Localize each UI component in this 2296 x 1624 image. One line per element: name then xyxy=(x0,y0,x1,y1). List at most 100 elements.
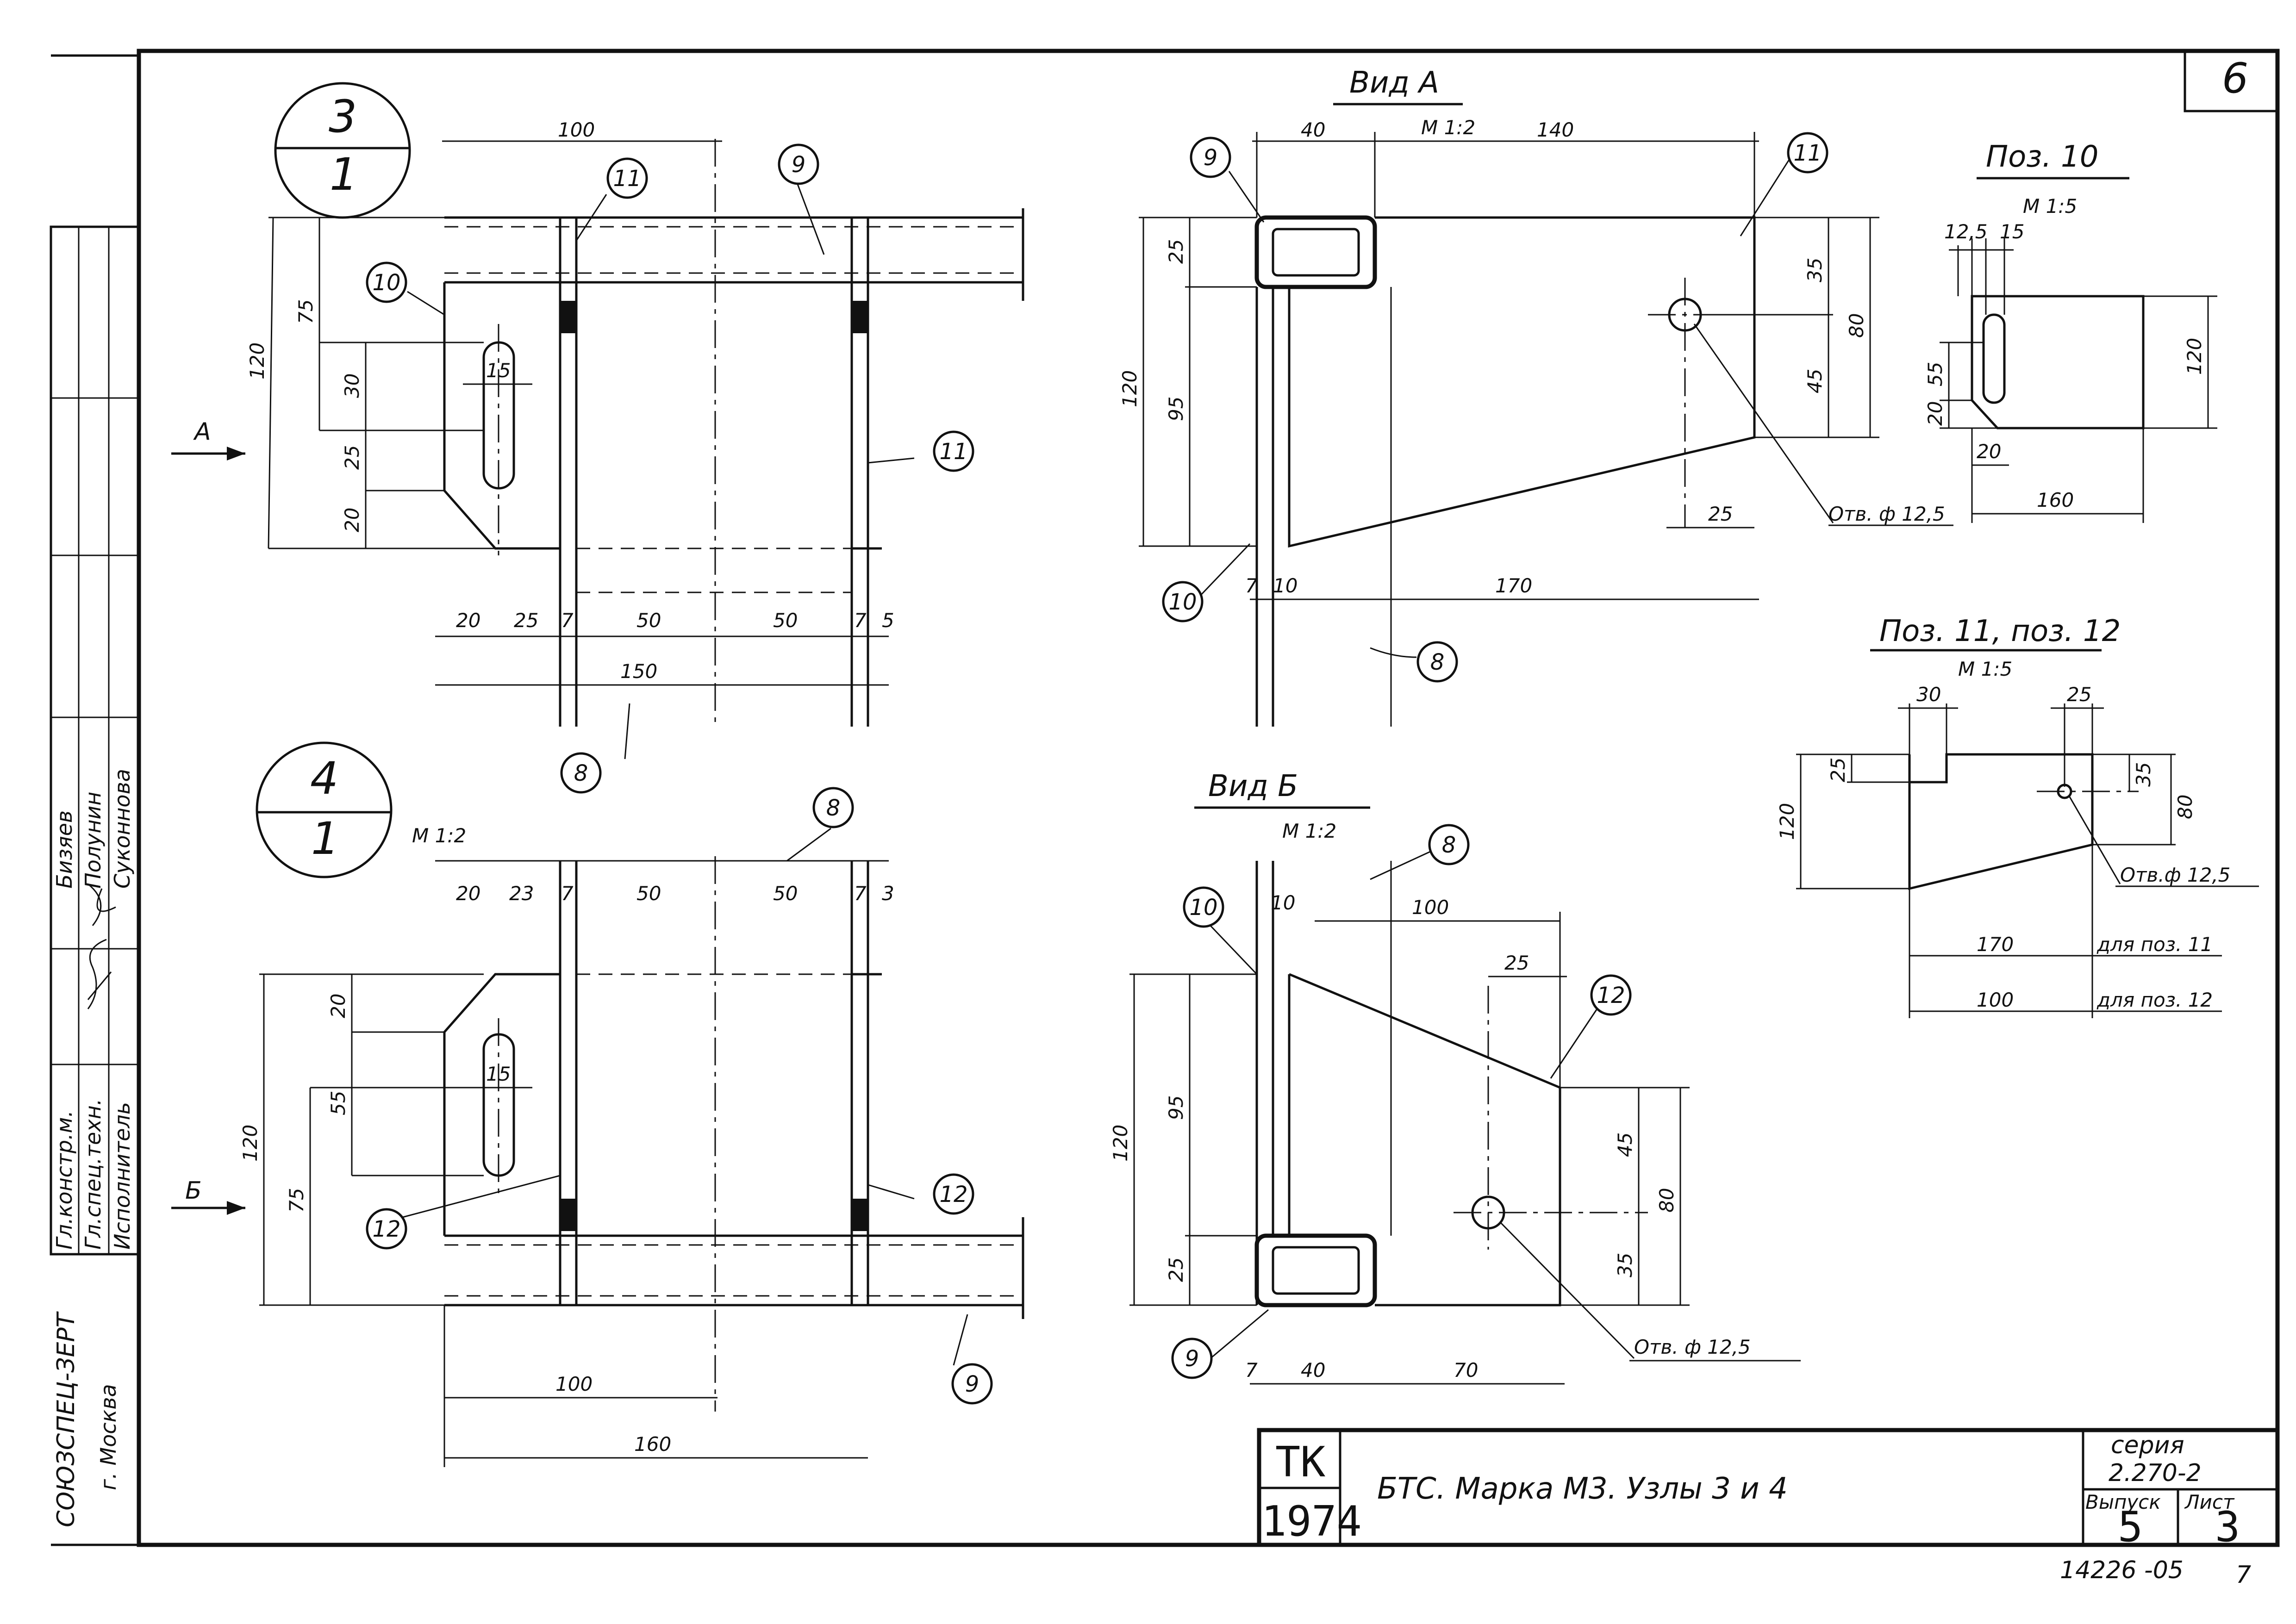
node-4-dim-t1: 20 xyxy=(456,882,480,905)
node-4-callout-8: 8 xyxy=(826,795,841,821)
node-4-dim-75: 75 xyxy=(285,1188,308,1213)
node-4-dim-t6: 7 xyxy=(854,882,867,905)
pos-10-dim-160: 160 xyxy=(2037,489,2074,511)
title-block-code: ТК xyxy=(1275,1438,1325,1487)
stamp-city: г. Москва xyxy=(96,1384,121,1490)
node-3-dim-b4: 50 xyxy=(636,609,661,632)
issue-label: Выпуск xyxy=(2085,1491,2161,1513)
node-3-drawing: 3 1 100 120 7 xyxy=(171,82,1024,794)
node-4-callouts: 8 12 12 9 xyxy=(366,787,993,1405)
node-4-dim-20: 20 xyxy=(327,994,349,1018)
sheet-value: 3 xyxy=(2215,1503,2240,1551)
pos-11-12-hole-note: Отв.ф 12,5 xyxy=(2120,864,2230,886)
series-label: серия xyxy=(2111,1431,2184,1459)
view-b-callout-9: 9 xyxy=(1185,1346,1199,1372)
node-4-sheet: 1 xyxy=(311,813,339,865)
node-4-dim-t4: 50 xyxy=(636,882,661,905)
signature-mark xyxy=(87,883,116,1009)
node-4-dim-160: 160 xyxy=(634,1433,671,1456)
view-b-dim-35: 35 xyxy=(1614,1253,1636,1277)
pos-11-12-row1-value: 170 xyxy=(1977,933,2014,956)
node-4-dim-120: 120 xyxy=(239,1125,262,1162)
stamp-name-3: Суконнова xyxy=(110,769,135,889)
pos-10-dim-15: 15 xyxy=(2000,220,2024,243)
pos-11-12-dim-30: 30 xyxy=(1916,683,1941,706)
view-b-dim-10: 10 xyxy=(1271,891,1295,914)
view-a-dim-35: 35 xyxy=(1803,258,1826,282)
view-b-dim-25: 25 xyxy=(1504,952,1529,974)
node-4-number: 4 xyxy=(310,753,338,804)
view-b-dim-120: 120 xyxy=(1109,1125,1132,1162)
view-a-callout-9: 9 xyxy=(1204,145,1218,171)
title-block-title: БТС. Марка М3. Узлы 3 и 4 xyxy=(1377,1472,1788,1506)
stamp-role-3: Исполнитель xyxy=(110,1102,135,1250)
view-a-hole-note: Отв. ф 12,5 xyxy=(1828,503,1945,525)
view-a-dim-80: 80 xyxy=(1845,313,1868,338)
pos-11-12-dim-120: 120 xyxy=(1776,803,1798,840)
node-3-dim-top: 100 xyxy=(558,118,595,141)
node-3-dim-120: 120 xyxy=(246,342,268,380)
node-3-dim-b2: 25 xyxy=(514,609,538,632)
view-b-dim-80: 80 xyxy=(1655,1188,1678,1213)
view-a-callout-11: 11 xyxy=(1793,140,1822,166)
node-3-callouts: 10 11 9 11 8 xyxy=(366,143,974,794)
view-a-dim-45: 45 xyxy=(1803,369,1826,393)
view-b-dim-40: 40 xyxy=(1301,1359,1325,1381)
view-b-title: Вид Б xyxy=(1208,769,1298,803)
pos-10-dim-120: 120 xyxy=(2183,338,2206,375)
node-4-dim-t5: 50 xyxy=(773,882,798,905)
stamp-name-1: Бизяев xyxy=(52,810,77,889)
node-4-callout-12b: 12 xyxy=(939,1182,967,1207)
node-3-callout-11b: 11 xyxy=(939,439,967,465)
node-3-dim-b6: 7 xyxy=(854,609,867,632)
pos-10-dim-20: 20 xyxy=(1924,401,1947,426)
view-a-dim-7: 7 xyxy=(1245,574,1258,597)
pos-11-12-row1-label: для поз. 11 xyxy=(2096,933,2213,956)
view-a-callouts: 9 11 10 8 xyxy=(1162,132,1828,683)
view-b-dim-7: 7 xyxy=(1245,1359,1258,1381)
pos-11-12-dim-25b: 25 xyxy=(1827,758,1849,782)
node-3-callout-9: 9 xyxy=(792,152,806,178)
view-b-callouts: 8 10 12 9 xyxy=(1171,824,1632,1379)
view-a-scale: М 1:2 xyxy=(1421,116,1475,139)
node-3-dim-b7: 5 xyxy=(882,609,894,632)
sheet-number: 6 xyxy=(2222,54,2248,103)
side-stamp: Гл.констр.м. Гл.спец.техн. Исполнитель Б… xyxy=(50,225,140,1527)
node-3-dim-b3: 7 xyxy=(561,609,574,632)
node-4-dim-55: 55 xyxy=(327,1091,349,1115)
view-b-dim-45: 45 xyxy=(1614,1132,1636,1157)
node-4-slot-width: 15 xyxy=(486,1063,511,1085)
view-a-callout-8: 8 xyxy=(1430,649,1445,675)
stamp-name-2: Полунин xyxy=(81,792,106,889)
node-3-sheet: 1 xyxy=(330,149,358,200)
view-b-drawing: Вид Б М 1:2 10 100 25 120 95 25 45 80 35 xyxy=(1109,769,1801,1385)
view-a-dim-120: 120 xyxy=(1118,370,1141,407)
node-4-dim-t2: 23 xyxy=(509,882,534,905)
pos-10-dim-12-5: 12,5 xyxy=(1944,220,1988,243)
pos-11-12-dim-35: 35 xyxy=(2132,762,2155,787)
node-3-slot-width: 15 xyxy=(486,359,511,382)
node-4-dim-t7: 3 xyxy=(882,882,894,905)
view-a-dim-40: 40 xyxy=(1301,118,1325,141)
title-block-year: 1974 xyxy=(1261,1497,1362,1546)
node-4-scale: М 1:2 xyxy=(412,824,466,847)
stamp-role-2: Гл.спец.техн. xyxy=(81,1099,106,1250)
title-block: ТК 1974 БТС. Марка М3. Узлы 3 и 4 серия … xyxy=(1257,1428,2280,1551)
node-4-view-arrow-label: Б xyxy=(185,1177,202,1205)
pos-10-dim-55: 55 xyxy=(1924,362,1947,386)
view-a-dim-10: 10 xyxy=(1273,574,1298,597)
node-3-callout-8: 8 xyxy=(574,760,588,786)
node-4-dim-t3: 7 xyxy=(561,882,574,905)
pos-10-drawing: Поз. 10 М 1:5 12,5 15 55 20 120 20 160 xyxy=(1924,140,2217,523)
pos-10-scale: М 1:5 xyxy=(2023,195,2077,218)
pos-11-12-dim-25: 25 xyxy=(2067,683,2091,706)
issue-value: 5 xyxy=(2118,1503,2143,1551)
view-b-dim-25b: 25 xyxy=(1165,1257,1187,1282)
footer-page: 7 xyxy=(2236,1561,2251,1589)
view-a-dim-140: 140 xyxy=(1537,118,1574,141)
node-4-callout-12a: 12 xyxy=(372,1216,400,1242)
node-3-dim-b5: 50 xyxy=(773,609,798,632)
pos-11-12-dim-80: 80 xyxy=(2174,795,2196,819)
node-3-callout-10: 10 xyxy=(372,270,400,296)
